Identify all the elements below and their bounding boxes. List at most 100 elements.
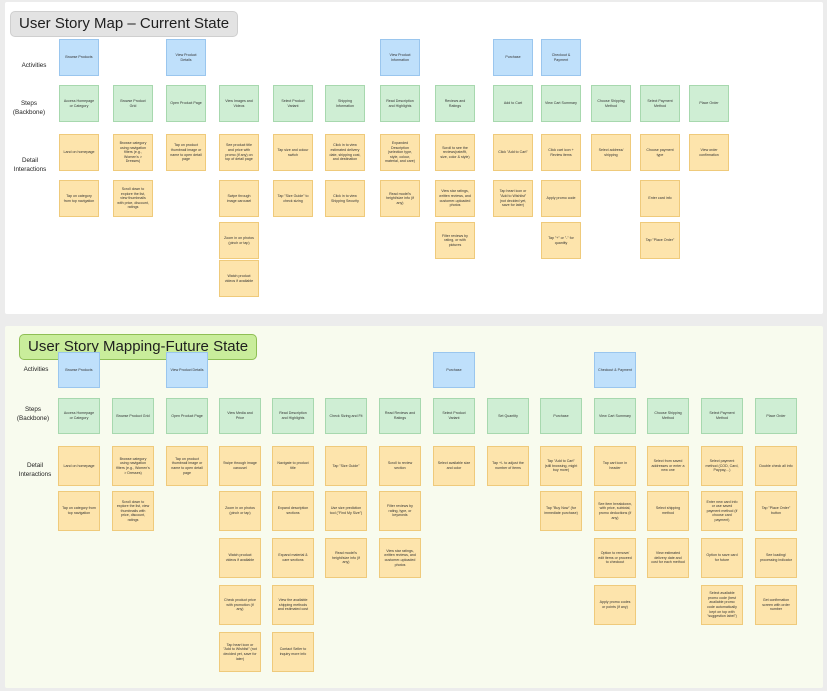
- step-sticky[interactable]: Shipping Information: [325, 85, 365, 122]
- step-sticky[interactable]: Open Product Page: [166, 85, 206, 122]
- detail-sticky[interactable]: Tap on category from top navigation: [58, 491, 100, 531]
- detail-sticky[interactable]: Select shipping method: [647, 491, 689, 531]
- detail-sticky[interactable]: Tap "+" or "-" for quantity: [541, 222, 581, 259]
- detail-sticky[interactable]: View the available shipping methods and …: [272, 585, 314, 625]
- detail-sticky[interactable]: Swipe through image carousel: [219, 446, 261, 486]
- detail-sticky[interactable]: See item breakdown, with price, subtotal…: [594, 491, 636, 531]
- detail-sticky[interactable]: Click in to view Shipping Security: [325, 180, 365, 217]
- detail-sticky[interactable]: Tap +/- to adjust the number of items: [487, 446, 529, 486]
- detail-sticky[interactable]: Filter reviews by rating, or with pictur…: [435, 222, 475, 259]
- detail-sticky[interactable]: Navigate to product title: [272, 446, 314, 486]
- detail-sticky[interactable]: Zoom in on photos (pinch or tap): [219, 491, 261, 531]
- step-sticky[interactable]: Choose Shipping Method: [591, 85, 631, 122]
- step-sticky[interactable]: View Cart Summary: [541, 85, 581, 122]
- detail-sticky[interactable]: Expand description sections: [272, 491, 314, 531]
- detail-sticky[interactable]: Scroll down to explore the list, view th…: [112, 491, 154, 531]
- detail-sticky[interactable]: Option to remove/ edit items or proceed …: [594, 538, 636, 578]
- detail-sticky[interactable]: Click cart icon + Review items: [541, 134, 581, 171]
- activity-sticky[interactable]: Purchase: [493, 39, 533, 76]
- detail-sticky[interactable]: Scroll to review section: [379, 446, 421, 486]
- detail-sticky[interactable]: View star ratings, written reviews, and …: [379, 538, 421, 578]
- step-sticky[interactable]: Place Order: [755, 398, 797, 434]
- detail-sticky[interactable]: Watch product videos if available: [219, 538, 261, 578]
- detail-sticky[interactable]: Select address/ shipping: [591, 134, 631, 171]
- detail-sticky[interactable]: Expand material & care sections: [272, 538, 314, 578]
- detail-sticky[interactable]: Tap "Place Order": [640, 222, 680, 259]
- activity-sticky[interactable]: View Product Information: [380, 39, 420, 76]
- activity-sticky[interactable]: Checkout & Payment: [594, 352, 636, 388]
- step-sticky[interactable]: Purchase: [540, 398, 582, 434]
- detail-sticky[interactable]: Apply promo codes or points (if any): [594, 585, 636, 625]
- detail-sticky[interactable]: View order confirmation: [689, 134, 729, 171]
- activity-sticky[interactable]: View Product Details: [166, 39, 206, 76]
- detail-sticky[interactable]: Click "Add to Cart": [493, 134, 533, 171]
- step-sticky[interactable]: Access Homepage or Category: [58, 398, 100, 434]
- step-sticky[interactable]: Read Reviews and Ratings: [379, 398, 421, 434]
- step-sticky[interactable]: View Media and Price: [219, 398, 261, 434]
- detail-sticky[interactable]: Check product price with promotion (if a…: [219, 585, 261, 625]
- detail-sticky[interactable]: Tap "Size Guide" to check sizing: [273, 180, 313, 217]
- detail-sticky[interactable]: Tap on category from top navigation: [59, 180, 99, 217]
- step-sticky[interactable]: Select Payment Method: [640, 85, 680, 122]
- detail-sticky[interactable]: View estimated delivery date and cost fo…: [647, 538, 689, 578]
- detail-sticky[interactable]: Select payment method (COD, Card, Paypay…: [701, 446, 743, 486]
- detail-sticky[interactable]: Tap size and colour switch: [273, 134, 313, 171]
- detail-sticky[interactable]: Select available promo code (best availa…: [701, 585, 743, 625]
- detail-sticky[interactable]: Click in to view estimated delivery date…: [325, 134, 365, 171]
- detail-sticky[interactable]: Expanded Description (selection type, st…: [380, 134, 420, 171]
- detail-sticky[interactable]: Filter reviews by rating, type, or keywo…: [379, 491, 421, 531]
- detail-sticky[interactable]: See loading/ processing indicator: [755, 538, 797, 578]
- activity-sticky[interactable]: Purchase: [433, 352, 475, 388]
- detail-sticky[interactable]: Watch product videos if available: [219, 260, 259, 297]
- step-sticky[interactable]: Set Quantity: [487, 398, 529, 434]
- detail-sticky[interactable]: Read model's height/size info (if any): [380, 180, 420, 217]
- detail-sticky[interactable]: Tap heart icon or "Add to Wishlist" (not…: [219, 632, 261, 672]
- current-state-title[interactable]: User Story Map – Current State: [10, 11, 239, 37]
- step-sticky[interactable]: Add to Cart: [493, 85, 533, 122]
- step-sticky[interactable]: Reviews and Ratings: [435, 85, 475, 122]
- detail-sticky[interactable]: Tap "Add to Cart" (still browsing, might…: [540, 446, 582, 486]
- detail-sticky[interactable]: Scroll to see the reviews(rate/fit, size…: [435, 134, 475, 171]
- step-sticky[interactable]: Open Product Page: [166, 398, 208, 434]
- detail-sticky[interactable]: Browse category using navigation filters…: [113, 134, 153, 171]
- detail-sticky[interactable]: Double check all info: [755, 446, 797, 486]
- activity-sticky[interactable]: Checkout & Payment: [541, 39, 581, 76]
- detail-sticky[interactable]: Option to save card for future: [701, 538, 743, 578]
- detail-sticky[interactable]: Choose payment type: [640, 134, 680, 171]
- activity-sticky[interactable]: Browse Products: [59, 39, 99, 76]
- detail-sticky[interactable]: Land on homepage: [59, 134, 99, 171]
- detail-sticky[interactable]: Swipe through image carousel: [219, 180, 259, 217]
- detail-sticky[interactable]: Scroll down to explore the list, view th…: [113, 180, 153, 217]
- detail-sticky[interactable]: Contact Seller to inquiry more info: [272, 632, 314, 672]
- step-sticky[interactable]: Select Product Variant: [273, 85, 313, 122]
- detail-sticky[interactable]: Tap on product thumbnail image or name t…: [166, 134, 206, 171]
- step-sticky[interactable]: Access Homepage or Category: [59, 85, 99, 122]
- detail-sticky[interactable]: Tap "Size Guide": [325, 446, 367, 486]
- step-sticky[interactable]: Select Payment Method: [701, 398, 743, 434]
- detail-sticky[interactable]: Select available size and color: [433, 446, 475, 486]
- detail-sticky[interactable]: Enter card info: [640, 180, 680, 217]
- detail-sticky[interactable]: See product title and price with promo (…: [219, 134, 259, 171]
- step-sticky[interactable]: Read Description and Highlights: [380, 85, 420, 122]
- detail-sticky[interactable]: Enter new card info or use saved payment…: [701, 491, 743, 531]
- step-sticky[interactable]: Browse Product Grid: [113, 85, 153, 122]
- activity-sticky[interactable]: Browse Products: [58, 352, 100, 388]
- step-sticky[interactable]: Select Product Variant: [433, 398, 475, 434]
- detail-sticky[interactable]: Browse category using navigation filters…: [112, 446, 154, 486]
- future-state-title[interactable]: User Story Mapping-Future State: [19, 334, 258, 360]
- detail-sticky[interactable]: Read model's height/size info (if any): [325, 538, 367, 578]
- step-sticky[interactable]: View Cart Summary: [594, 398, 636, 434]
- detail-sticky[interactable]: Zoom in on photos (pinch or tap): [219, 222, 259, 259]
- detail-sticky[interactable]: Apply promo code: [541, 180, 581, 217]
- step-sticky[interactable]: Choose Shipping Method: [647, 398, 689, 434]
- detail-sticky[interactable]: View star ratings, written reviews, and …: [435, 180, 475, 217]
- step-sticky[interactable]: Browse Product Grid: [112, 398, 154, 434]
- step-sticky[interactable]: View Images and Videos: [219, 85, 259, 122]
- detail-sticky[interactable]: Use size prediction tool ("Find My Size"…: [325, 491, 367, 531]
- detail-sticky[interactable]: Select from saved addresses or enter a n…: [647, 446, 689, 486]
- step-sticky[interactable]: Place Order: [689, 85, 729, 122]
- detail-sticky[interactable]: Tap "Buy Now" (for immediate purchase): [540, 491, 582, 531]
- detail-sticky[interactable]: Tap on product thumbnail image or name t…: [166, 446, 208, 486]
- detail-sticky[interactable]: Land on homepage: [58, 446, 100, 486]
- step-sticky[interactable]: Read Description and Highlights: [272, 398, 314, 434]
